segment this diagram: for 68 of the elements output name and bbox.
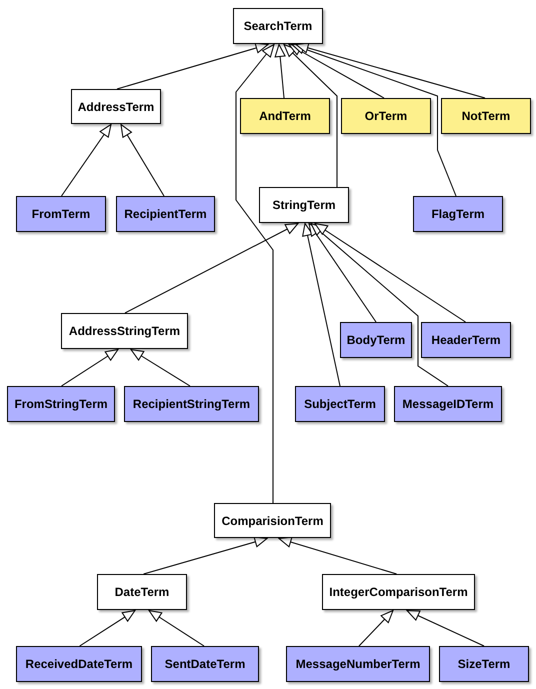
class-name: BodyTerm <box>346 333 406 347</box>
generalization-arrow <box>148 610 204 646</box>
generalization-arrow <box>308 223 376 322</box>
class-name: RecipientStringTerm <box>132 397 250 411</box>
class-name: SentDateTerm <box>164 657 246 671</box>
class-box <box>259 187 349 223</box>
class-box <box>421 322 511 358</box>
class-box <box>16 646 142 682</box>
generalization-arrow <box>61 349 118 386</box>
generalization-arrow <box>120 124 164 196</box>
class-box <box>61 313 188 349</box>
class-box <box>322 574 475 610</box>
class-name: FromTerm <box>32 207 90 221</box>
class-name: StringTerm <box>272 198 336 212</box>
class-box <box>214 503 331 538</box>
class-name: MessageIDTerm <box>402 397 494 411</box>
generalization-arrow <box>79 610 136 646</box>
class-box <box>439 646 529 682</box>
class-name: ComparisionTerm <box>222 514 324 528</box>
class-box <box>97 574 187 610</box>
class-box <box>295 386 385 422</box>
class-name: IntegerComparisonTerm <box>329 585 468 599</box>
generalization-arrow <box>406 610 484 646</box>
class-name: SizeTerm <box>458 657 510 671</box>
class-name: AddressTerm <box>78 100 154 114</box>
generalization-arrow <box>288 44 384 98</box>
class-box <box>151 646 259 682</box>
class-name: OrTerm <box>364 109 408 123</box>
generalization-arrow <box>124 223 298 314</box>
class-name: HeaderTerm <box>431 333 501 347</box>
class-box <box>124 386 259 422</box>
class-box <box>413 196 503 232</box>
generalization-arrow <box>292 43 456 196</box>
generalization-arrow <box>278 536 398 574</box>
class-name: SubjectTerm <box>304 397 376 411</box>
class-name: FlagTerm <box>431 207 485 221</box>
class-box <box>71 89 161 124</box>
class-box <box>233 8 323 44</box>
class-name: NotTerm <box>462 109 510 123</box>
generalization-arrow <box>116 42 268 90</box>
class-box <box>240 98 330 134</box>
generalization-arrow <box>302 223 340 386</box>
generalization-arrow <box>310 223 448 386</box>
class-box <box>341 98 431 134</box>
class-box <box>286 646 430 682</box>
class-name: RecipientTerm <box>124 207 207 221</box>
generalization-arrow <box>236 44 274 504</box>
class-name: AddressStringTerm <box>68 324 180 338</box>
generalization-arrow <box>274 44 286 98</box>
generalization-arrow <box>143 536 268 574</box>
generalization-arrow <box>284 44 338 188</box>
class-box <box>16 196 106 232</box>
generalization-arrow <box>314 223 466 322</box>
class-box <box>7 386 115 422</box>
class-name: SearchTerm <box>244 19 312 33</box>
class-name: MessageNumberTerm <box>296 657 420 671</box>
class-box <box>441 98 531 134</box>
class-box <box>340 322 412 358</box>
class-name: ReceivedDateTerm <box>25 657 133 671</box>
class-name: FromStringTerm <box>14 397 108 411</box>
class-name: DateTerm <box>114 585 170 599</box>
class-box <box>394 386 502 422</box>
generalization-arrow <box>358 610 394 646</box>
class-box <box>116 196 215 232</box>
class-name: AndTerm <box>259 109 311 123</box>
generalization-arrow <box>296 42 486 98</box>
generalization-arrow <box>61 124 112 196</box>
generalization-arrow <box>130 349 190 386</box>
